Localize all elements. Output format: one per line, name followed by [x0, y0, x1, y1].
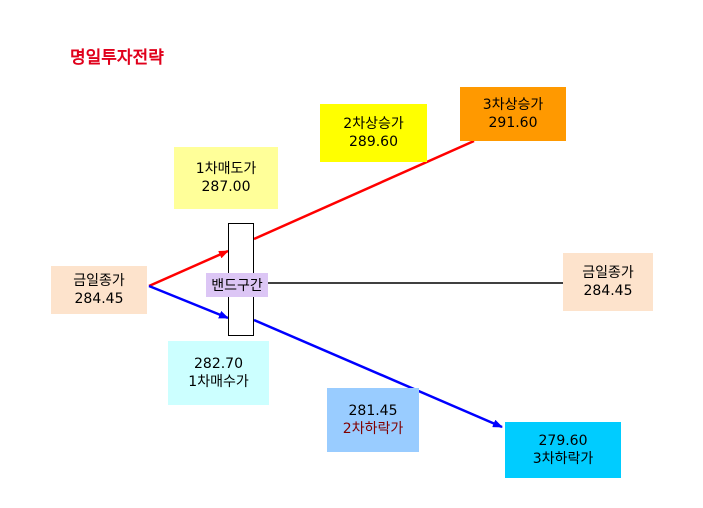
fall2-value: 281.45: [348, 403, 398, 419]
buy1-label: 1차매수가: [188, 374, 249, 390]
arrow-close-to-sell1: [148, 249, 229, 288]
rise3-label: 3차상승가: [482, 97, 544, 113]
band-range-label: 밴드구간: [200, 273, 274, 297]
close-right-label: 금일종가: [582, 265, 634, 281]
page-title: 명일투자전략: [70, 48, 164, 68]
sell1-value: 287.00: [201, 179, 251, 195]
rise3-value: 291.60: [488, 115, 538, 131]
rise2-label: 2차상승가: [343, 116, 404, 132]
fall3-box: 279.60 3차하락가: [505, 422, 621, 478]
arrow-band-to-fall3: [253, 318, 503, 429]
close-left-value: 284.45: [74, 291, 124, 307]
fall3-value: 279.60: [538, 433, 588, 449]
fall2-box: 281.45 2차하락가: [327, 388, 419, 452]
rise2-value: 289.60: [349, 134, 398, 150]
sell1-box: 1차매도가 287.00: [174, 147, 278, 209]
close-right-value: 284.45: [583, 283, 633, 299]
line-band-to-rise3: [253, 139, 475, 241]
band-range-text: 밴드구간: [206, 273, 268, 297]
close-right-box: 금일종가 284.45: [563, 253, 653, 311]
buy1-value: 282.70: [194, 356, 243, 372]
rise3-box: 3차상승가 291.60: [460, 87, 566, 141]
fall2-label: 2차하락가: [342, 421, 404, 437]
sell1-label: 1차매도가: [195, 161, 257, 177]
arrow-close-to-buy1: [148, 284, 229, 320]
close-left-box: 금일종가 284.45: [51, 266, 147, 314]
buy1-box: 282.70 1차매수가: [168, 341, 269, 405]
rise2-box: 2차상승가 289.60: [320, 104, 427, 162]
close-left-label: 금일종가: [73, 273, 125, 289]
fall3-label: 3차하락가: [532, 451, 594, 467]
